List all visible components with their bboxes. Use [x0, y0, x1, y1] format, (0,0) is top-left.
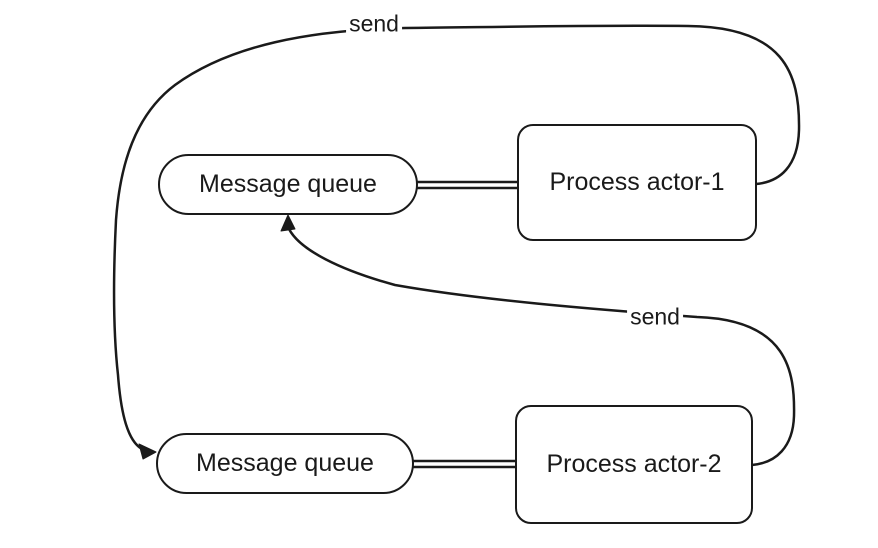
edge-label-send-actor2: send — [627, 304, 683, 330]
send-edge-actor1-to-bottom-queue — [112, 24, 801, 460]
edge-label-send-actor1: send — [346, 11, 402, 37]
node-process-actor-1: Process actor-1 — [517, 124, 757, 241]
node-message-queue-bottom: Message queue — [156, 433, 414, 494]
node-label: Message queue — [199, 170, 377, 198]
double-line-connector-bottom — [412, 459, 516, 469]
arrowhead-into-top-queue — [280, 214, 296, 232]
node-label: Process actor-2 — [546, 450, 722, 478]
arrowhead-into-bottom-queue — [138, 443, 157, 460]
node-message-queue-top: Message queue — [158, 154, 418, 215]
node-process-actor-2: Process actor-2 — [515, 405, 753, 524]
node-label: Message queue — [196, 449, 374, 477]
node-label: Process actor-1 — [549, 168, 725, 196]
double-line-connector-top — [416, 180, 518, 190]
